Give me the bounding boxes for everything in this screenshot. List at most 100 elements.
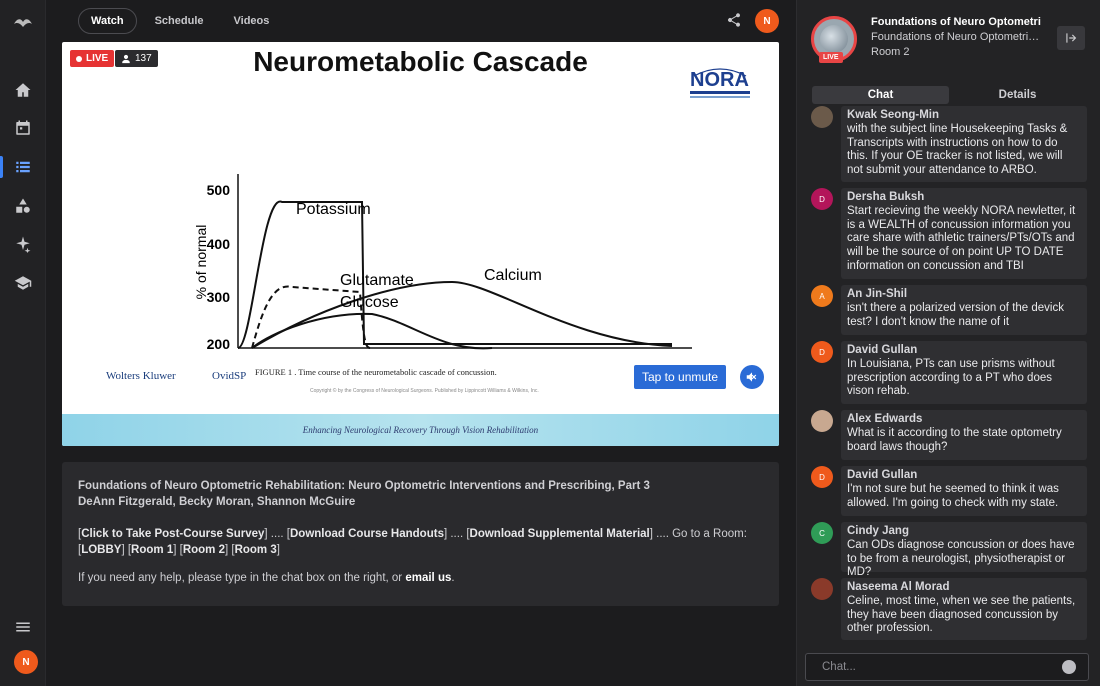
chat-author[interactable]: Dersha Buksh: [847, 191, 925, 203]
tab-schedule[interactable]: Schedule: [154, 15, 204, 27]
chat-bubble: An Jin-Shil isn't there a polarized vers…: [841, 285, 1087, 335]
event-title: Foundations of Neuro Optometric Rehabili…: [871, 16, 1041, 28]
svg-text:NORA: NORA: [690, 69, 749, 91]
chat-author[interactable]: Naseema Al Morad: [847, 581, 950, 593]
chat-author[interactable]: Alex Edwards: [847, 413, 923, 425]
chat-text: What is it according to the state optome…: [847, 426, 1062, 453]
chat-author[interactable]: David Gullan: [847, 344, 918, 356]
chat-author[interactable]: An Jin-Shil: [847, 288, 908, 300]
chat-text: I'm not sure but he seemed to think it w…: [847, 482, 1059, 509]
tab-videos[interactable]: Videos: [233, 15, 270, 27]
live-badge: LIVE: [70, 50, 115, 67]
sparkle-icon[interactable]: [0, 230, 46, 258]
chat-bubble: Dersha Buksh Start recieving the weekly …: [841, 188, 1087, 279]
chat-author[interactable]: David Gullan: [847, 469, 918, 481]
tab-watch[interactable]: Watch: [78, 8, 137, 34]
chat-bubble: Naseema Al Morad Celine, most time, when…: [841, 578, 1087, 640]
chat-messages[interactable]: Kwak Seong-Min with the subject line Hou…: [797, 106, 1100, 642]
help-suffix: .: [451, 572, 455, 584]
go-to-room-text: .... Go to a Room:: [656, 528, 747, 540]
nora-logo-icon: NORA: [688, 64, 752, 102]
calendar-icon[interactable]: [0, 114, 46, 142]
potassium-label: Potassium: [296, 201, 371, 218]
cascade-chart: 500 400 300 200 100 % of normal Potassiu…: [193, 174, 692, 352]
session-links: [Click to Take Post-Course Survey] .... …: [78, 528, 747, 556]
post-course-survey-link[interactable]: Click to Take Post-Course Survey: [81, 528, 265, 540]
event-room: Room 2: [871, 46, 910, 58]
collapse-panel-icon[interactable]: [1057, 26, 1085, 50]
viewer-count: 137: [115, 50, 158, 67]
wolters-kluwer-logo: Wolters Kluwer: [106, 370, 176, 382]
home-icon[interactable]: [0, 76, 46, 104]
session-authors: DeAnn Fitzgerald, Becky Moran, Shannon M…: [78, 496, 356, 508]
shapes-icon[interactable]: [0, 192, 46, 220]
top-tabs: Watch Schedule Videos: [78, 8, 281, 34]
y-tick: 300: [207, 289, 231, 305]
chat-text: Can ODs diagnose concussion or does have…: [847, 538, 1075, 579]
chat-text: isn't there a polarized version of the d…: [847, 301, 1064, 328]
y-tick: 200: [207, 336, 231, 352]
chat-bubble: David Gullan I'm not sure but he seemed …: [841, 466, 1087, 516]
chat-bubble: Alex Edwards What is it according to the…: [841, 410, 1087, 460]
session-info-card: Foundations of Neuro Optometric Rehabili…: [62, 462, 779, 606]
slide-banner: Enhancing Neurological Recovery Through …: [62, 414, 779, 446]
hamburger-menu-icon[interactable]: [0, 614, 46, 640]
room-2-link[interactable]: Room 2: [182, 544, 225, 556]
live-label: LIVE: [86, 53, 109, 64]
brand-logo-icon[interactable]: [12, 16, 34, 32]
left-rail: N: [0, 0, 46, 686]
session-title: Foundations of Neuro Optometric Rehabili…: [78, 480, 650, 492]
event-image: [820, 25, 848, 53]
agenda-list-icon[interactable]: [0, 153, 46, 181]
unmute-button[interactable]: Tap to unmute: [634, 365, 727, 389]
chat-author[interactable]: Kwak Seong-Min: [847, 109, 940, 121]
chat-avatar: [811, 410, 833, 432]
y-tick: 400: [207, 236, 231, 252]
tab-chat[interactable]: Chat: [812, 86, 949, 104]
education-cap-icon[interactable]: [0, 269, 46, 297]
help-text: If you need any help, please type in the…: [78, 570, 763, 586]
chat-tabs: Chat Details: [812, 86, 1086, 104]
copyright-note: Copyright © by the Congress of Neurologi…: [310, 388, 539, 394]
chat-text: In Louisiana, PTs can use prisms without…: [847, 357, 1055, 398]
share-icon[interactable]: [726, 12, 744, 30]
calcium-line: [251, 280, 673, 349]
chat-author[interactable]: Cindy Jang: [847, 525, 909, 537]
muted-speaker-icon[interactable]: [740, 365, 764, 389]
chat-bubble: Kwak Seong-Min with the subject line Hou…: [841, 106, 1087, 182]
glutamate-label: Glutamate: [340, 272, 414, 289]
help-prefix: If you need any help, please type in the…: [78, 572, 403, 584]
chat-text: with the subject line Housekeeping Tasks…: [847, 122, 1068, 177]
course-handouts-link[interactable]: Download Course Handouts: [289, 528, 444, 540]
lobby-link[interactable]: LOBBY: [81, 544, 122, 556]
chat-panel: LIVE Foundations of Neuro Optometric Reh…: [796, 0, 1100, 686]
chat-avatar: A: [811, 285, 833, 307]
figure-caption: FIGURE 1 . Time course of the neurometab…: [255, 367, 497, 377]
chat-avatar: D: [811, 188, 833, 210]
potassium-line: [237, 200, 672, 349]
y-axis-label: % of normal: [193, 225, 209, 300]
chat-bubble: Cindy Jang Can ODs diagnose concussion o…: [841, 522, 1087, 578]
chat-avatar: D: [811, 466, 833, 488]
room-1-link[interactable]: Room 1: [131, 544, 174, 556]
emoji-icon[interactable]: [1062, 660, 1076, 674]
chat-input-placeholder: Chat...: [822, 661, 856, 673]
chat-input[interactable]: Chat...: [805, 653, 1089, 681]
event-live-badge: LIVE: [819, 52, 843, 63]
person-icon: [122, 54, 130, 63]
y-tick: 500: [207, 182, 231, 198]
email-us-link[interactable]: email us: [405, 572, 452, 584]
user-avatar[interactable]: N: [14, 650, 38, 674]
user-avatar-top[interactable]: N: [755, 9, 779, 33]
chat-avatar: C: [811, 522, 833, 544]
supplemental-material-link[interactable]: Download Supplemental Material: [469, 528, 650, 540]
ovid-logo: OvidSP: [212, 370, 247, 382]
video-player[interactable]: Neurometabolic Cascade LIVE 137 NORA 500: [62, 42, 779, 446]
room-3-link[interactable]: Room 3: [234, 544, 277, 556]
slide-title: Neurometabolic Cascade: [253, 46, 588, 77]
viewer-count-value: 137: [135, 53, 152, 64]
chat-avatar: [811, 106, 833, 128]
chat-text: Celine, most time, when we see the patie…: [847, 594, 1076, 635]
tab-details[interactable]: Details: [998, 89, 1037, 101]
